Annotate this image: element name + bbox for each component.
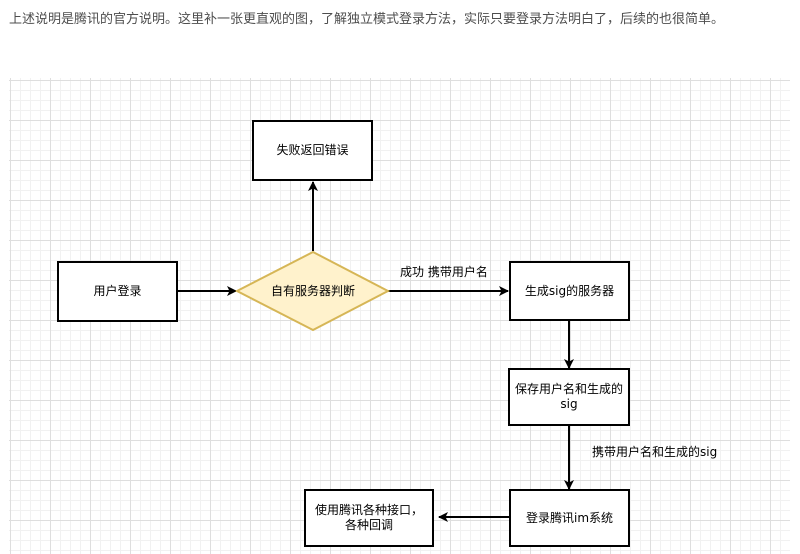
node-save-user-sig-line2: sig — [560, 397, 578, 411]
node-use-interfaces: 使用腾讯各种接口， 各种回调 — [304, 489, 434, 547]
node-save-user-sig: 保存用户名和生成的 sig — [508, 368, 630, 426]
node-sig-server-label: 生成sig的服务器 — [524, 283, 615, 298]
node-own-server-check-label: 自有服务器判断 — [270, 284, 355, 298]
intro-paragraph: 上述说明是腾讯的官方说明。这里补一张更直观的图，了解独立模式登录方法，实际只要登… — [9, 12, 725, 27]
node-login-tencent-im-label: 登录腾讯im系统 — [525, 510, 614, 525]
node-login-tencent-im: 登录腾讯im系统 — [509, 489, 630, 547]
edge-label-carry-user-sig: 携带用户名和生成的sig — [592, 445, 718, 459]
node-fail-return-error: 失败返回错误 — [252, 120, 373, 181]
node-use-interfaces-line1: 使用腾讯各种接口， — [314, 503, 423, 517]
node-fail-return-error-label: 失败返回错误 — [276, 143, 349, 157]
node-sig-server: 生成sig的服务器 — [509, 261, 630, 321]
edge-label-success: 成功 携带用户名 — [400, 265, 488, 279]
node-user-login-label: 用户登录 — [93, 284, 142, 298]
decision-diamond — [234, 250, 391, 332]
node-user-login: 用户登录 — [57, 261, 178, 322]
node-save-user-sig-line1: 保存用户名和生成的 — [514, 382, 623, 396]
node-use-interfaces-line2: 各种回调 — [344, 518, 393, 532]
